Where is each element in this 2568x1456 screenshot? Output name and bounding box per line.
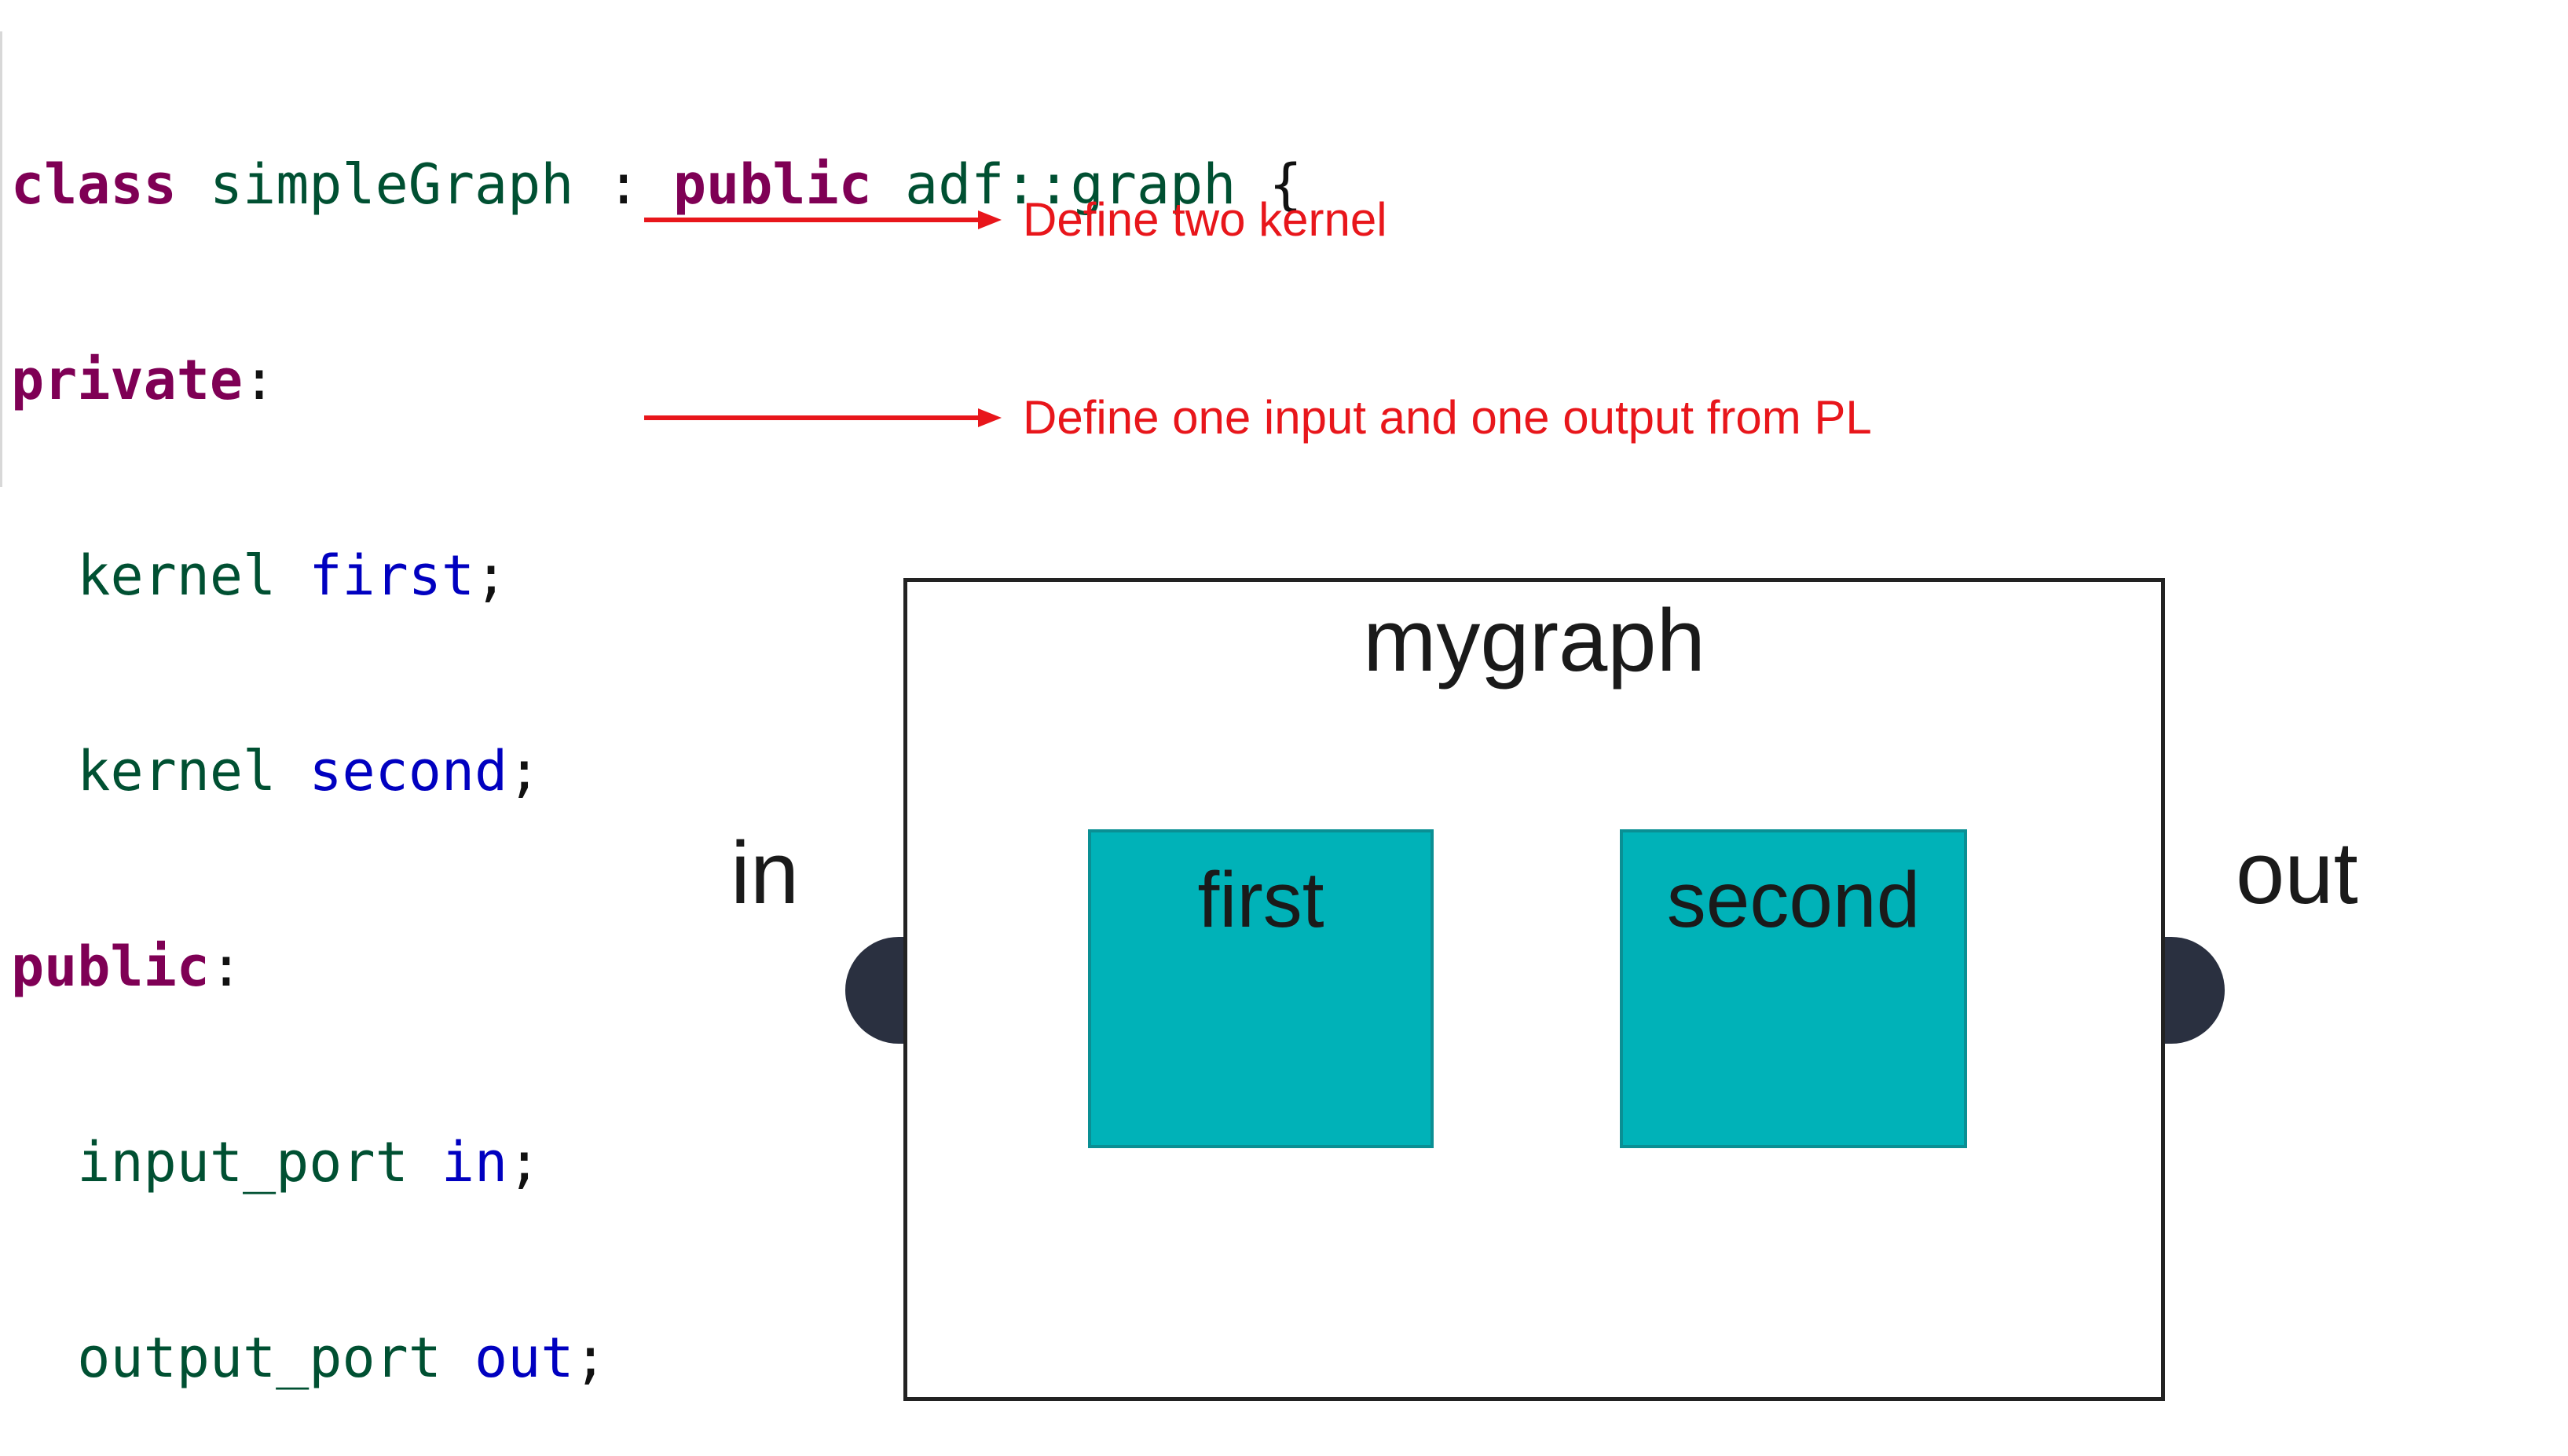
base-class: adf::graph bbox=[904, 152, 1236, 217]
code-block: class simpleGraph : public adf::graph { … bbox=[11, 22, 1302, 1456]
type-output-port: output_port bbox=[77, 1326, 441, 1390]
open-brace: { bbox=[1236, 152, 1302, 217]
type-input-port: input_port bbox=[77, 1130, 408, 1194]
kernel-first: first bbox=[1088, 829, 1434, 1148]
kernel-first-label: first bbox=[1197, 856, 1324, 944]
keyword-public: public bbox=[11, 935, 210, 999]
keyword-class: class bbox=[11, 152, 177, 217]
code-gutter bbox=[0, 31, 2, 487]
keyword-public: public bbox=[672, 152, 872, 217]
colon: : bbox=[243, 348, 277, 412]
semicolon: ; bbox=[507, 1130, 541, 1194]
inheritance-separator: : bbox=[573, 152, 673, 217]
arrow-ports bbox=[644, 408, 1002, 427]
port-out-label: out bbox=[2236, 824, 2358, 922]
type-kernel: kernel bbox=[77, 543, 277, 608]
port-in-label: in bbox=[731, 824, 800, 922]
ident-first: first bbox=[309, 543, 475, 608]
type-kernel: kernel bbox=[77, 739, 277, 803]
output-port-connector bbox=[2162, 937, 2225, 1044]
code-line-class-decl: class simpleGraph : public adf::graph { bbox=[11, 152, 1302, 218]
ident-in: in bbox=[441, 1130, 508, 1194]
annotation-kernels: Define two kernel bbox=[1023, 193, 1387, 246]
code-line-public: public: bbox=[11, 935, 1302, 1000]
code-line-output-port: output_port out; bbox=[11, 1326, 1302, 1391]
code-line-private: private: bbox=[11, 348, 1302, 413]
ident-second: second bbox=[309, 739, 508, 803]
class-name: simpleGraph bbox=[209, 152, 574, 217]
ident-out: out bbox=[474, 1326, 574, 1390]
kernel-second: second bbox=[1620, 829, 1967, 1148]
code-line-kernel-second: kernel second; bbox=[11, 739, 1302, 804]
colon: : bbox=[209, 935, 244, 999]
semicolon: ; bbox=[573, 1326, 607, 1390]
keyword-private: private bbox=[11, 348, 244, 412]
arrow-kernels bbox=[644, 210, 1002, 229]
semicolon: ; bbox=[507, 739, 541, 803]
semicolon: ; bbox=[474, 543, 508, 608]
code-line-input-port: input_port in; bbox=[11, 1130, 1302, 1195]
kernel-second-label: second bbox=[1666, 856, 1921, 944]
code-line-kernel-first: kernel first; bbox=[11, 543, 1302, 609]
annotation-ports: Define one input and one output from PL bbox=[1023, 391, 1872, 444]
graph-title: mygraph bbox=[1363, 591, 1705, 690]
